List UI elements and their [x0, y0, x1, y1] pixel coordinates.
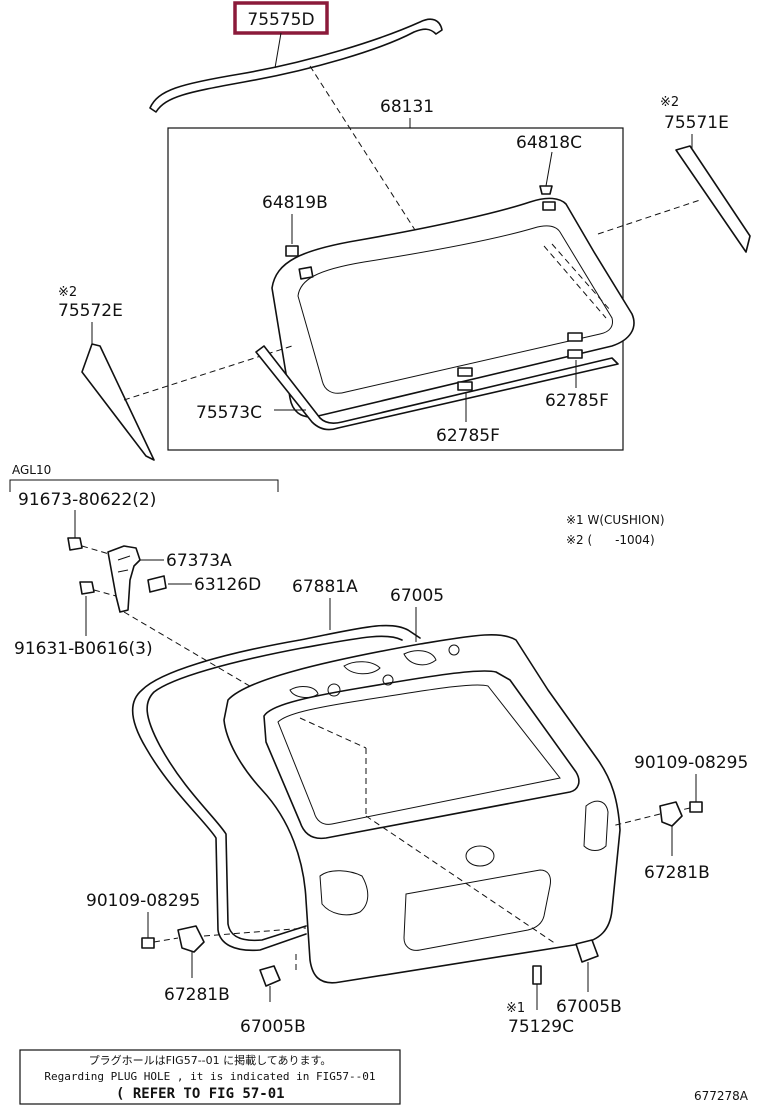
part-label-90109-right[interactable]: 90109-08295 — [634, 753, 748, 773]
part-label-75573C[interactable]: 75573C — [196, 403, 262, 423]
part-label-67373A[interactable]: 67373A — [166, 551, 232, 571]
clip-62785F-center — [457, 381, 473, 391]
dash-90109-left — [153, 937, 179, 943]
part-label-90109-left[interactable]: 90109-08295 — [86, 891, 200, 911]
part-label-62785F-right[interactable]: 62785F — [545, 391, 609, 411]
weatherstrip-67881A — [132, 624, 421, 952]
roof-molding-75575D — [149, 18, 443, 113]
dash-75571E — [597, 199, 701, 235]
lower-molding-75573C — [255, 345, 619, 431]
pad-63126D — [147, 575, 167, 593]
glass-clip-4 — [567, 332, 583, 342]
mark-2-left: ※2 — [58, 285, 77, 300]
lower-left-cavity — [319, 870, 369, 916]
door-hole-3 — [382, 674, 394, 686]
bolt-90109-left — [141, 937, 155, 949]
part-label-68131[interactable]: 68131 — [380, 97, 434, 117]
stay-67281B-left — [177, 925, 205, 953]
dash-67281B-right — [611, 813, 661, 827]
part-label-67281B-left[interactable]: 67281B — [164, 985, 230, 1005]
back-door-glass-68131 — [271, 197, 635, 418]
bolt-91631 — [79, 581, 95, 595]
dash-67281B-left — [203, 927, 307, 937]
dash-91631 — [93, 589, 117, 597]
part-label-67281B-right[interactable]: 67281B — [644, 863, 710, 883]
part-label-67881A[interactable]: 67881A — [292, 577, 358, 597]
dash-hinge-to-door — [123, 611, 271, 699]
cushion-67005B-left — [259, 965, 281, 987]
part-label-75129C[interactable]: 75129C — [508, 1017, 574, 1037]
note-en: Regarding PLUG HOLE , it is indicated in… — [44, 1070, 375, 1083]
bracket-67373A — [107, 545, 141, 613]
emblem-recess — [465, 845, 495, 867]
stopper-64818C — [539, 185, 553, 195]
clip-62785F-right — [567, 349, 583, 359]
defogger-lines-2 — [551, 243, 611, 311]
side-molding-75572E — [81, 343, 155, 461]
note-ref[interactable]: ( REFER TO FIG 57-01 — [116, 1086, 285, 1102]
legend-line-2: ※2 ( -1004) — [566, 533, 655, 547]
door-hole-2 — [448, 644, 460, 656]
part-label-75571E[interactable]: 75571E — [664, 113, 729, 133]
bracket-detail — [117, 555, 131, 573]
diagram-code: 677278A — [694, 1089, 749, 1103]
bolt-91673 — [67, 537, 83, 551]
cushion-75129C — [532, 965, 542, 985]
defogger-lines — [543, 245, 607, 319]
part-label-75572E[interactable]: 75572E — [58, 301, 123, 321]
dash-75575D — [309, 65, 416, 231]
glass-clip-1 — [298, 266, 314, 280]
leader-64818C — [545, 151, 553, 187]
weatherstrip-67881A-inner — [146, 635, 403, 942]
dash-91673 — [81, 545, 117, 557]
dash-center-3 — [365, 815, 557, 945]
section-label-agl10: AGL10 — [12, 463, 51, 477]
side-molding-75571E — [675, 145, 751, 253]
glass-group-box — [167, 127, 624, 451]
mark-2-right: ※2 — [660, 95, 679, 110]
mark-1: ※1 — [506, 1001, 525, 1016]
leader-75575D — [274, 32, 282, 69]
part-label-64819B[interactable]: 64819B — [262, 193, 328, 213]
stay-67281B-right — [659, 801, 683, 827]
note-box — [19, 1049, 401, 1105]
note-jp: プラグホールはFIG57--01 に掲載してあります。 — [89, 1053, 332, 1067]
glass-clip-2 — [542, 201, 556, 211]
license-plate-recess — [403, 869, 551, 951]
part-label-63126D[interactable]: 63126D — [194, 575, 261, 595]
glass-inner-edge — [297, 225, 613, 394]
side-lamp-cavity — [583, 800, 609, 851]
dash-center-1 — [299, 717, 367, 749]
part-label-67005B-right[interactable]: 67005B — [556, 997, 622, 1017]
part-label-67005B-left[interactable]: 67005B — [240, 1017, 306, 1037]
part-label-64818C[interactable]: 64818C — [516, 133, 582, 153]
door-window-inner — [277, 684, 561, 825]
section-bracket-agl10 — [9, 479, 279, 492]
part-label-91673[interactable]: 91673-80622(2) — [18, 490, 156, 510]
legend-line-1: ※1 W(CUSHION) — [566, 513, 665, 527]
stopper-64819B — [285, 245, 299, 257]
part-label-62785F-center[interactable]: 62785F — [436, 426, 500, 446]
door-hole-1 — [327, 683, 341, 697]
cushion-67005B-right — [575, 939, 599, 963]
part-label-67005[interactable]: 67005 — [390, 586, 444, 606]
glass-clip-3 — [457, 367, 473, 377]
door-upper-holes — [289, 650, 437, 698]
part-label-75575D[interactable]: 75575D — [247, 10, 314, 30]
part-label-91631[interactable]: 91631-B0616(3) — [14, 639, 153, 659]
bolt-90109-right — [689, 801, 703, 813]
